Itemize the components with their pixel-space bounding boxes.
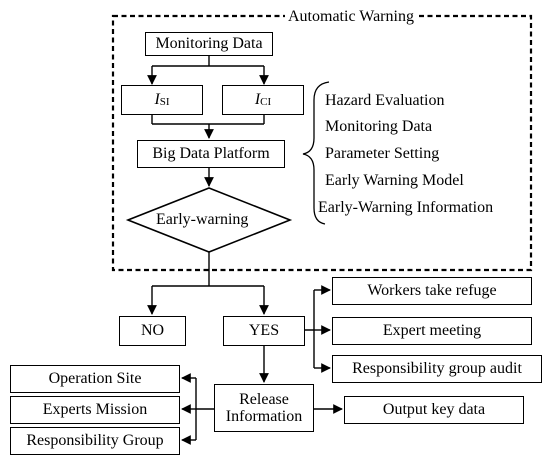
- early-warning-label: Early-warning: [156, 211, 249, 228]
- isi-subscript: SI: [159, 96, 170, 108]
- workers-take-refuge-box: Workers take refuge: [332, 277, 532, 305]
- connector-indices-merge: [151, 114, 265, 125]
- connector-yes-actions: [304, 290, 315, 368]
- no-box: NO: [119, 316, 186, 346]
- output-key-data-box: Output key data: [344, 396, 524, 424]
- release-label-line1: Release: [239, 391, 289, 408]
- automatic-warning-title: Automatic Warning: [285, 8, 417, 26]
- release-label-line2: Information: [225, 408, 303, 425]
- component-hazard-evaluation: Hazard Evaluation: [325, 92, 445, 109]
- release-information-box: Release Information: [214, 384, 314, 432]
- isi-symbol: I: [154, 91, 160, 108]
- responsibility-group-audit-box: Responsibility group audit: [332, 355, 542, 383]
- responsibility-group-box: Responsibility Group: [10, 427, 180, 455]
- expert-meeting-box: Expert meeting: [332, 317, 532, 345]
- component-parameter-setting: Parameter Setting: [325, 145, 440, 162]
- connector-decision-split: [152, 252, 264, 287]
- components-brace: [302, 81, 330, 225]
- ici-symbol: I: [254, 91, 261, 108]
- operation-site-box: Operation Site: [10, 365, 180, 393]
- component-early-warning-model: Early Warning Model: [325, 172, 464, 189]
- monitoring-data-box: Monitoring Data: [145, 32, 273, 56]
- component-early-warning-information: Early-Warning Information: [318, 199, 494, 216]
- big-data-platform-box: Big Data Platform: [137, 140, 285, 168]
- ici-subscript: CI: [260, 96, 272, 108]
- experts-mission-box: Experts Mission: [10, 396, 180, 424]
- connector-release-targets: [195, 378, 214, 440]
- yes-box: YES: [223, 316, 305, 346]
- connector-monitoring-split: [152, 55, 264, 67]
- component-monitoring-data: Monitoring Data: [325, 118, 433, 135]
